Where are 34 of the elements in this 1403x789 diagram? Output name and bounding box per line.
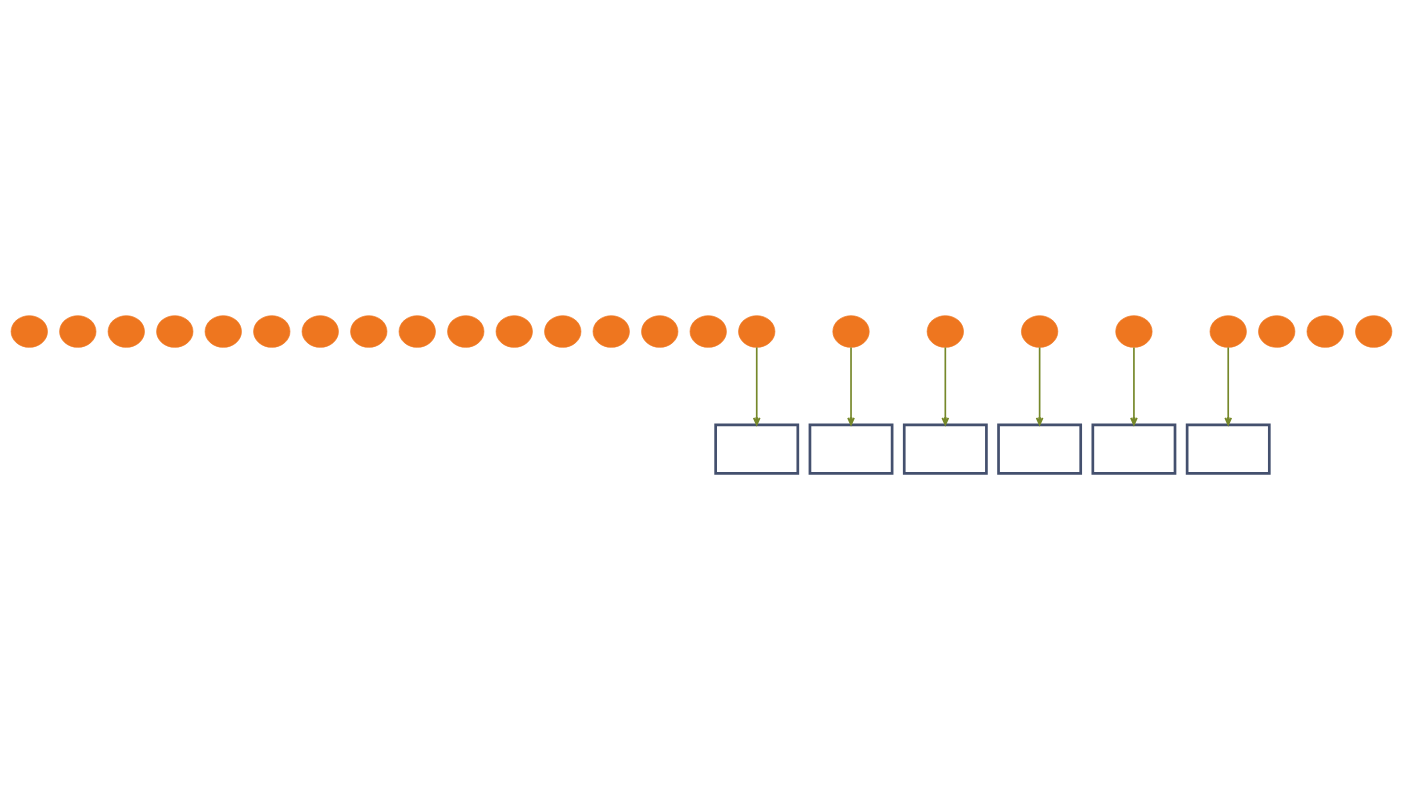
node-circle <box>398 315 436 348</box>
node-box <box>808 423 894 475</box>
node-circle <box>832 315 870 348</box>
arrow <box>1035 346 1044 426</box>
node-circle <box>350 315 388 348</box>
node-circle <box>926 315 964 348</box>
node-box <box>714 423 800 475</box>
node-circle <box>592 315 630 348</box>
node-circle <box>641 315 679 348</box>
node-box <box>1091 423 1177 475</box>
arrow <box>941 346 950 426</box>
node-circle <box>495 315 533 348</box>
node-circle <box>1115 315 1153 348</box>
node-circle <box>59 315 97 348</box>
node-circle <box>1258 315 1296 348</box>
node-circle <box>738 315 776 348</box>
node-circle <box>107 315 145 348</box>
node-circle <box>1355 315 1393 348</box>
node-circle <box>204 315 242 348</box>
node-box <box>902 423 988 475</box>
arrow <box>752 346 761 426</box>
node-circle <box>544 315 582 348</box>
node-circle <box>1209 315 1247 348</box>
node-box <box>1185 423 1271 475</box>
arrow <box>1224 346 1233 426</box>
node-circle <box>253 315 291 348</box>
node-circle <box>10 315 48 348</box>
node-circle <box>156 315 194 348</box>
node-circle <box>447 315 485 348</box>
node-circle <box>689 315 727 348</box>
node-circle <box>1306 315 1344 348</box>
node-circle <box>1021 315 1059 348</box>
node-box <box>997 423 1083 475</box>
node-circle <box>301 315 339 348</box>
